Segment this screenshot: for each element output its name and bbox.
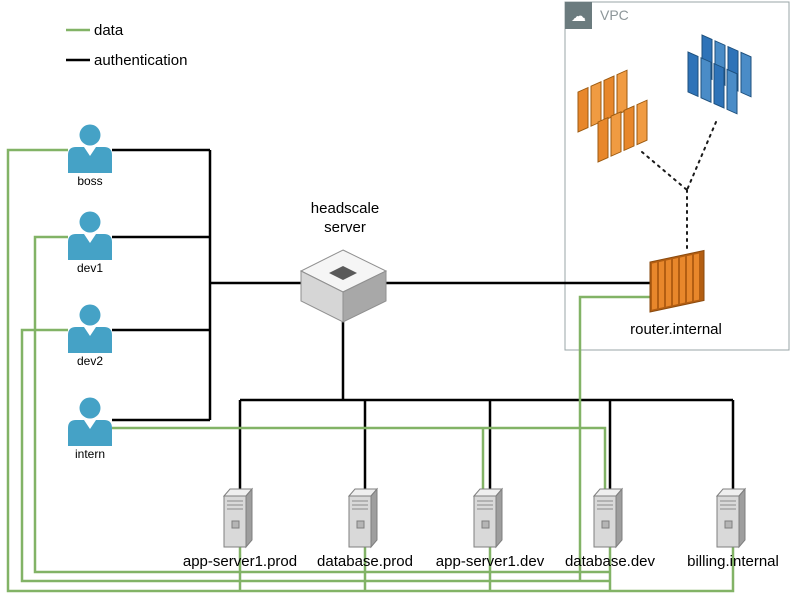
user-node-dev1: dev1 <box>68 211 112 275</box>
router-node: router.internal <box>630 249 722 338</box>
headscale-cube-icon <box>299 249 388 323</box>
legend: data authentication <box>66 22 187 69</box>
server-nodes: app-server1.prod database.prod app-serve… <box>183 487 779 570</box>
data-line-dev2-servers <box>20 328 610 583</box>
user-label: dev2 <box>77 354 103 368</box>
cloud-icon: ☁ <box>571 8 586 25</box>
server-label: app-server1.prod <box>183 553 297 570</box>
user-node-intern: intern <box>68 397 112 461</box>
database-cluster-icon <box>687 34 752 115</box>
user-label: intern <box>75 447 105 461</box>
data-line-router-down <box>578 295 655 581</box>
vpc-header-badge <box>565 2 592 29</box>
user-node-dev2: dev2 <box>68 304 112 368</box>
user-node-boss: boss <box>68 124 112 188</box>
user-icon <box>79 211 101 233</box>
dotted-link-instances-junction <box>641 151 688 191</box>
user-icon <box>79 304 101 326</box>
vpc-dotted-links <box>641 121 717 251</box>
instance-slab <box>610 111 622 157</box>
user-icon <box>79 397 101 419</box>
legend-label-authentication: authentication <box>94 52 187 69</box>
db-slab <box>740 51 752 98</box>
instance-slab <box>577 86 589 133</box>
headscale-node: headscale server <box>299 200 388 323</box>
server-node-appserver1dev: app-server1.dev <box>436 487 545 570</box>
db-slab <box>726 68 738 115</box>
server-label: database.dev <box>565 553 656 570</box>
instance-slab <box>616 69 628 116</box>
user-nodes: boss dev1 dev2 intern <box>68 124 112 461</box>
instances-stack-icon <box>577 69 648 163</box>
user-label: dev1 <box>77 261 103 275</box>
data-line-boss-all <box>6 148 735 593</box>
instance-slab <box>603 75 615 122</box>
instance-slab <box>590 81 602 127</box>
server-label: database.prod <box>317 553 413 570</box>
router-label: router.internal <box>630 321 722 338</box>
db-slab <box>713 62 725 109</box>
instance-slab <box>623 105 635 152</box>
data-lines <box>6 148 735 593</box>
headscale-label-line2: server <box>324 219 366 236</box>
db-slab <box>687 51 699 98</box>
server-node-appserver1prod: app-server1.prod <box>183 487 297 570</box>
instance-slab <box>636 99 648 146</box>
data-line-dev1-servers <box>33 235 610 574</box>
legend-label-data: data <box>94 22 124 39</box>
vpc-label: VPC <box>600 7 629 23</box>
server-node-databasedev: database.dev <box>565 487 656 570</box>
user-icon <box>79 124 101 146</box>
dotted-link-databases-junction <box>686 121 717 191</box>
server-node-billinginternal: billing.internal <box>687 487 779 570</box>
data-line-intern-databasedev <box>112 426 607 505</box>
server-label: app-server1.dev <box>436 553 545 570</box>
headscale-label-line1: headscale <box>311 200 379 217</box>
instance-slab <box>597 116 609 163</box>
db-slab <box>700 57 712 103</box>
server-node-databaseprod: database.prod <box>317 487 413 570</box>
server-label: billing.internal <box>687 553 779 570</box>
user-label: boss <box>77 174 102 188</box>
